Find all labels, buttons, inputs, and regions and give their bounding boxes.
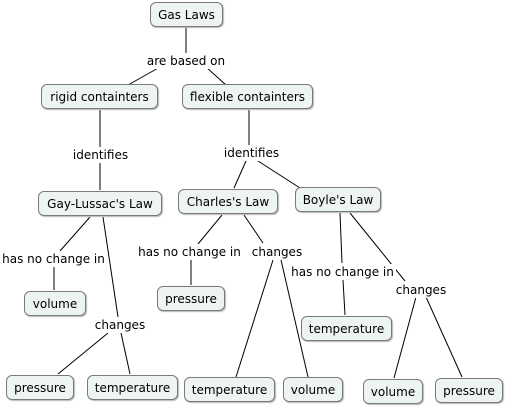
link-label-has-no-change-in: has no change in bbox=[0, 251, 107, 267]
concept-temperature: temperature bbox=[301, 316, 392, 341]
connector-line bbox=[342, 279, 346, 316]
connector-line bbox=[339, 212, 343, 264]
connector-line bbox=[197, 214, 223, 245]
concept-gas-laws: Gas Laws bbox=[150, 2, 223, 27]
concept-pressure: pressure bbox=[435, 378, 503, 403]
connector-line bbox=[393, 296, 417, 379]
connector-line bbox=[235, 259, 274, 378]
connector-line bbox=[57, 332, 109, 375]
concept-gay-lussacs-law: Gay-Lussac's Law bbox=[38, 191, 162, 216]
concept-charless-law: Charles's Law bbox=[178, 189, 278, 214]
connector-line bbox=[120, 332, 131, 375]
concept-pressure: pressure bbox=[6, 375, 74, 400]
concept-temperature: temperature bbox=[184, 377, 275, 402]
connector-line bbox=[280, 259, 309, 378]
connector-line bbox=[257, 160, 301, 189]
connector-line bbox=[233, 160, 247, 189]
link-label-identifies: identifies bbox=[221, 145, 282, 161]
link-label-are-based-on: are based on bbox=[143, 53, 229, 69]
concept-temperature: temperature bbox=[87, 375, 178, 400]
link-label-changes: changes bbox=[250, 244, 304, 260]
concept-volume: volume bbox=[283, 377, 343, 402]
link-label-changes: changes bbox=[394, 282, 448, 298]
connector-line bbox=[425, 296, 463, 378]
link-label-identifies: identifies bbox=[70, 147, 131, 163]
concept-boyles-law: Boyle's Law bbox=[295, 187, 381, 212]
link-label-changes: changes bbox=[93, 317, 147, 333]
concept-rigid-containers: rigid containters bbox=[41, 84, 158, 109]
connector-line bbox=[127, 66, 161, 86]
concept-flexible-containers: flexible containters bbox=[182, 84, 313, 109]
link-label-has-no-change-in: has no change in bbox=[136, 244, 243, 260]
connector-line bbox=[59, 216, 91, 252]
concept-pressure: pressure bbox=[157, 286, 225, 311]
connector-line bbox=[102, 216, 119, 318]
link-label-has-no-change-in: has no change in bbox=[289, 264, 396, 280]
concept-volume: volume bbox=[24, 291, 86, 316]
connector-line bbox=[205, 66, 227, 86]
connector-line bbox=[243, 214, 264, 244]
concept-volume: volume bbox=[363, 379, 423, 404]
